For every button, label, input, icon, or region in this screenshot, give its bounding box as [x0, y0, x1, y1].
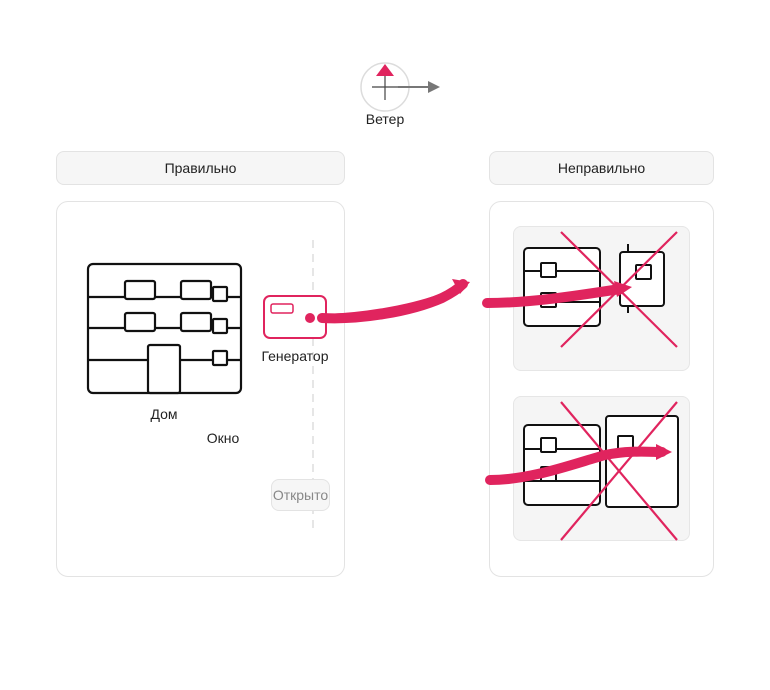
- house-icon: [86, 262, 243, 395]
- exhaust-arrowhead-wrong-1: [614, 281, 632, 297]
- correct-title: Правильно: [164, 160, 237, 176]
- incorrect-title: Неправильно: [557, 160, 646, 176]
- incorrect-house-2: [523, 424, 601, 506]
- incorrect-header: Неправильно: [489, 151, 714, 185]
- generator-icon: [263, 295, 327, 339]
- exhaust-flow-wrong-2: [485, 446, 667, 485]
- exhaust-flow-correct: [317, 279, 468, 324]
- incorrect-generator-1: [619, 244, 665, 313]
- open-status-pill: Открыто: [271, 479, 330, 511]
- cross-mark-1: [560, 231, 678, 348]
- exhaust-arrowhead-correct: [452, 279, 470, 294]
- cross-mark-2: [560, 401, 678, 541]
- wind-indicator: [360, 62, 440, 112]
- generator-label: Генератор: [261, 348, 329, 364]
- window-label: Окно: [206, 430, 240, 446]
- incorrect-shed-2: [605, 415, 679, 508]
- open-label: Открыто: [272, 487, 329, 503]
- house-label: Дом: [150, 406, 178, 422]
- wind-label: Ветер: [365, 111, 405, 127]
- exhaust-arrowhead-wrong-2: [656, 444, 672, 460]
- wind-compass-icon: [360, 62, 440, 112]
- exhaust-flow-wrong-1: [482, 284, 625, 308]
- correct-header: Правильно: [56, 151, 345, 185]
